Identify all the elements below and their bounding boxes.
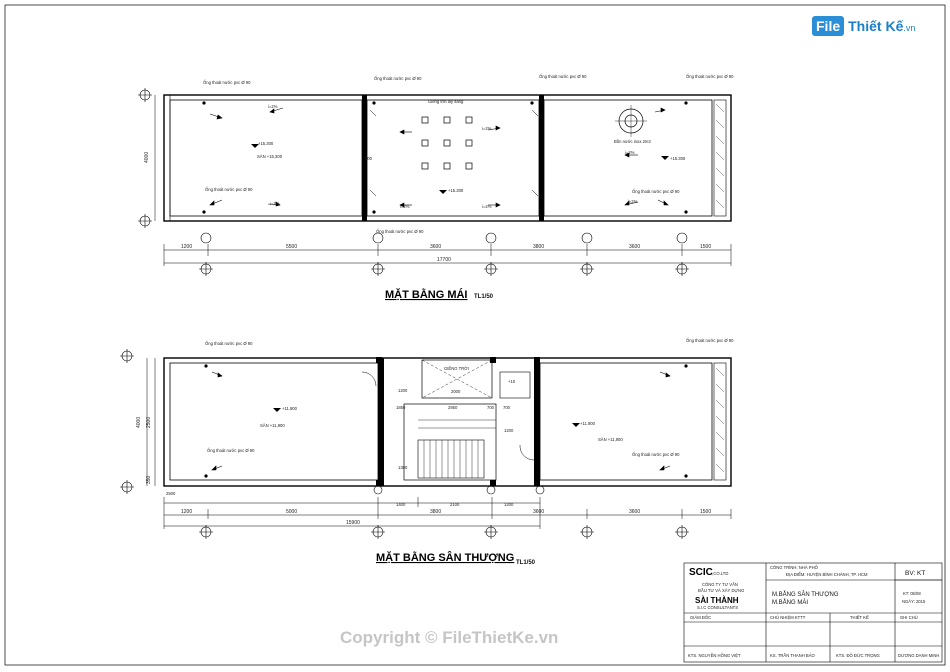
tb-lead: CHỦ NHIỆM KTTT	[770, 615, 806, 620]
roof-dim-total: 17700	[437, 257, 451, 263]
roof-left-dim: 4000	[144, 152, 150, 163]
roof-dim-2: 5500	[286, 244, 297, 250]
roof-pipe-tl-note: Ống thoát nước pvc Ø 90	[203, 80, 251, 85]
title-block-frame	[683, 562, 943, 663]
roof-dim-4: 3800	[533, 244, 544, 250]
terrace-level-left: +11.900	[282, 406, 298, 411]
terrace-plan	[163, 357, 732, 487]
copyright-watermark: Copyright © FileThietKe.vn	[340, 628, 559, 647]
terrace-dim-5: 3600	[629, 509, 640, 515]
roof-dim-chain	[163, 244, 732, 266]
roof-grid-markers	[138, 88, 689, 276]
terrace-dim-6: 1500	[700, 509, 711, 515]
tb-project-addr: ĐỊA ĐIỂM: HUYỆN BÌNH CHÁNH, TP. HCM	[786, 572, 868, 577]
terrace-top-dim-2: 2100	[450, 502, 460, 507]
terrace-left-dim-2: 2500	[146, 417, 152, 428]
tb-date: NGÀY: 2015	[902, 599, 926, 604]
roof-slope-1: i=2%	[268, 104, 278, 109]
tb-drawing-title-1: M.BẰNG SÂN THƯỢNG	[772, 590, 839, 598]
terrace-dim-total: 15900	[346, 520, 360, 526]
terrace-pipe-tr-note: Ống thoát nước pvc Ø 90	[686, 338, 734, 343]
tb-company-sub: S.I.C CONSULTANTS	[697, 605, 738, 610]
roof-pipe-bm-note: Ống thoát nước pvc Ø 90	[376, 229, 424, 234]
sheet-border	[4, 4, 946, 666]
terrace-dim-2: 5000	[286, 509, 297, 515]
terrace-skylight-label: GIẾNG TRỜI	[444, 366, 469, 371]
terrace-plan-title: MẶT BẰNG SÂN THƯỢNG	[376, 551, 514, 564]
tb-checker: GHI CHÚ	[900, 615, 918, 620]
roof-skylight-label: Giếng trời lấy sáng	[428, 99, 464, 104]
terrace-dim-1: 1200	[181, 509, 192, 515]
roof-level-2: +15.300	[448, 188, 464, 193]
roof-slope-7: i=2%	[628, 199, 638, 204]
tb-designer-name: KTS. ĐỖ ĐỨC TRỌNG	[836, 653, 880, 658]
tb-company-suffix: .,CO.LTD	[711, 571, 728, 576]
roof-plan	[163, 94, 732, 222]
roof-dim-5: 3600	[629, 244, 640, 250]
roof-floor-label: SÀN +15,300	[257, 154, 283, 159]
terrace-inner-dim-4: 2950	[448, 405, 458, 410]
roof-slope-2: i=2%	[482, 126, 492, 131]
terrace-dim-4: 3600	[533, 509, 544, 515]
logo-badge: File	[812, 16, 845, 36]
terrace-left-dim-3: 350	[146, 475, 152, 484]
tb-designer: THIẾT KẾ	[850, 615, 869, 620]
tb-sheet-no: KT: 05/08	[903, 591, 921, 596]
roof-pipe-bl-note: Ống thoát nước pvc Ø 90	[205, 187, 253, 192]
tb-checker-name: DƯƠNG DANH MINH	[898, 653, 939, 658]
terrace-left-dim-1: 4000	[136, 417, 142, 428]
tb-sheet-code: BV: KT	[905, 570, 925, 577]
roof-pipe-tm-note: Ống thoát nước pvc Ø 90	[374, 76, 422, 81]
roof-tank-label: Bồn nước inox 2m3	[614, 139, 651, 144]
site-logo: File Thiết Kế.vn	[812, 12, 915, 40]
tb-drawing-title-2: M.BẰNG MÁI	[772, 598, 808, 606]
roof-slope-4: i=2%	[482, 204, 492, 209]
tb-director: GIÁM ĐỐC	[690, 615, 711, 620]
roof-dim-1: 1200	[181, 244, 192, 250]
tb-company-line-1: CÔNG TY TƯ VẤN	[702, 582, 738, 587]
roof-plan-scale: TL1/50	[474, 294, 494, 300]
roof-slope-3: i=2%	[400, 204, 410, 209]
terrace-wc-label: +10	[508, 379, 516, 384]
tb-company-line-2: ĐẦU TƯ VÀ XÂY DỰNG	[698, 588, 744, 593]
roof-pipe-tr1-note: Ống thoát nước pvc Ø 90	[539, 74, 587, 79]
terrace-inner-dim-6: 700	[503, 405, 511, 410]
terrace-inner-dim-2: 2000	[451, 389, 461, 394]
roof-pipe-br-note: Ống thoát nước pvc Ø 90	[632, 189, 680, 194]
roof-level-1: +15.300	[258, 141, 274, 146]
roof-pipe-tr2-note: Ống thoát nước pvc Ø 90	[686, 74, 734, 79]
terrace-dim-chain	[163, 497, 732, 529]
tb-company-name: SÀI THÀNH	[695, 596, 739, 605]
logo-name: Thiết Kế.vn	[848, 18, 916, 34]
terrace-top-dim-3: 1200	[504, 502, 514, 507]
terrace-inner-dim-8: 1300	[398, 465, 408, 470]
terrace-pipe-br-note: Ống thoát nước pvc Ø 90	[632, 452, 680, 457]
terrace-inner-dim-5: 700	[487, 405, 495, 410]
terrace-top-dim-4: 2500	[166, 491, 176, 496]
roof-slope-5: i=2%	[270, 201, 280, 206]
roof-slope-6: i=2%	[625, 150, 635, 155]
tb-lead-name: KS. TRẦN THANH BẢO	[770, 653, 815, 658]
tb-director-name: KTS. NGUYỄN HỒNG VIỆT	[688, 653, 741, 658]
terrace-plan-scale: TL1/50	[516, 560, 536, 566]
terrace-pipe-bl-note: Ống thoát nước pvc Ø 90	[207, 448, 255, 453]
roof-dim-3: 3600	[430, 244, 441, 250]
terrace-grid-markers	[120, 349, 689, 539]
roof-dim-6: 1500	[700, 244, 711, 250]
tb-project-label: CÔNG TRÌNH: NHÀ PHỐ	[770, 565, 819, 570]
roof-mid-dim: 500	[365, 156, 373, 161]
terrace-pipe-tl-note: Ống thoát nước pvc Ø 90	[205, 341, 253, 346]
roof-plan-title: MẶT BẰNG MÁI	[385, 288, 468, 301]
terrace-top-dim-1: 1400	[396, 502, 406, 507]
terrace-inner-dim-3: 1850	[396, 405, 406, 410]
terrace-dim-3: 3800	[430, 509, 441, 515]
terrace-inner-dim-7: 1200	[504, 428, 514, 433]
terrace-inner-dim-1: 1200	[398, 388, 408, 393]
tb-company-short: SCIC	[689, 567, 713, 578]
terrace-floor-left: SÂN +11,900	[260, 423, 285, 428]
terrace-floor-right: SÂN +11,900	[598, 437, 623, 442]
terrace-level-right: +11.900	[580, 421, 596, 426]
roof-level-3: +15.300	[670, 156, 686, 161]
